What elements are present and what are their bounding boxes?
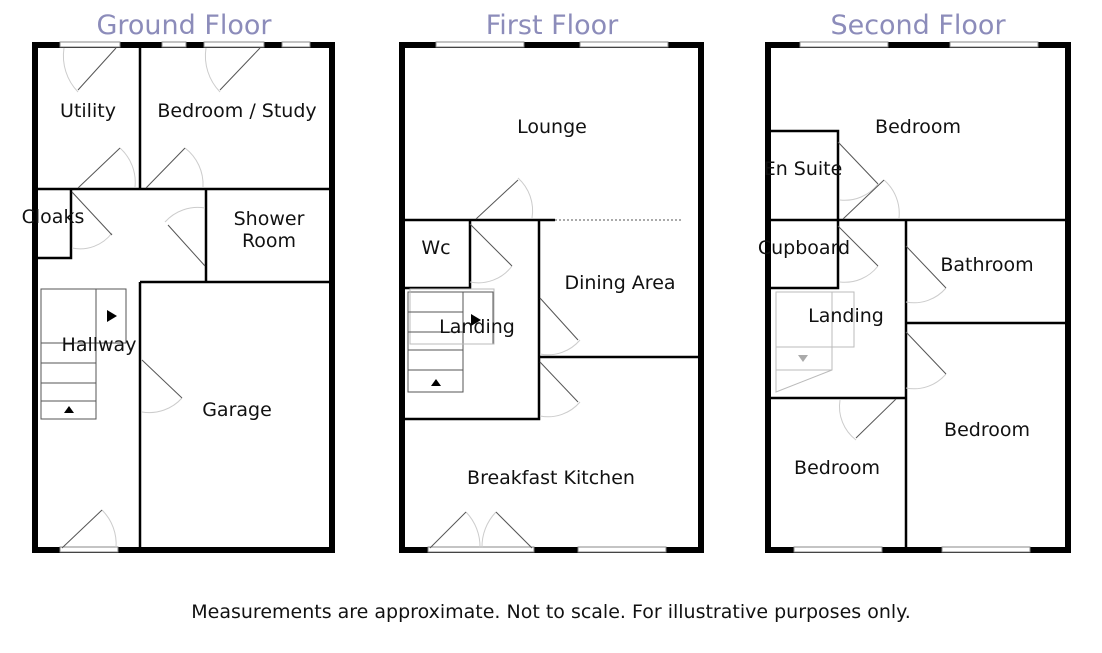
front-door-opening [59,546,119,553]
room-label-bedroom: Bedroom [794,457,880,479]
window [281,41,311,48]
stair-direction-icon [64,406,74,413]
first-floor-title: First Floor [486,10,619,41]
room-label-en-suite: En Suite [764,158,843,180]
window [799,41,889,48]
door [429,177,581,549]
window [579,41,669,48]
window [203,41,265,48]
room-label-breakfast-kitchen: Breakfast Kitchen [467,467,635,489]
first-floor-plan: Lounge Wc Dining Area Landing Breakfast … [399,41,704,553]
staircase [775,291,855,393]
disclaimer: Measurements are approximate. Not to sca… [191,601,910,623]
window [941,546,1031,553]
room-label-wc: Wc [421,237,450,259]
window [59,41,121,48]
second-floor-title: Second Floor [830,10,1006,41]
room-label-bedroom: Bedroom [944,419,1030,441]
stair-direction-icon [471,314,481,326]
staircase [40,288,127,420]
ground-floor-plan: Utility Bedroom / Study Cloaks Shower Ro… [22,41,335,553]
room-label-garage: Garage [202,399,272,421]
stair-direction-icon [107,310,117,322]
window [793,546,883,553]
room-label-cupboard: Cupboard [758,237,850,259]
ground-floor-title: Ground Floor [96,10,272,41]
door [61,47,261,549]
room-label-shower: Shower [234,208,305,230]
door [837,141,947,441]
room-label-landing: Landing [808,305,884,327]
stair-direction-icon [431,379,441,386]
patio-door-opening [427,546,535,553]
room-label-cloaks: Cloaks [22,206,85,228]
room-label-bedroom-study: Bedroom / Study [157,100,316,122]
room-label-bedroom: Bedroom [875,116,961,138]
room-label-room: Room [242,230,296,252]
window [161,41,187,48]
second-floor-plan: Bedroom En Suite Cupboard Bathroom Landi… [758,41,1071,553]
room-label-landing: Landing [439,316,515,338]
room-label-bathroom: Bathroom [940,254,1033,276]
stair-direction-icon [798,355,808,362]
window [577,546,667,553]
room-label-dining-area: Dining Area [564,272,675,294]
room-label-utility: Utility [60,100,116,122]
room-label-lounge: Lounge [517,116,587,138]
room-label-hallway: Hallway [62,334,137,356]
staircase [407,288,495,393]
window [435,41,525,48]
window [949,41,1039,48]
